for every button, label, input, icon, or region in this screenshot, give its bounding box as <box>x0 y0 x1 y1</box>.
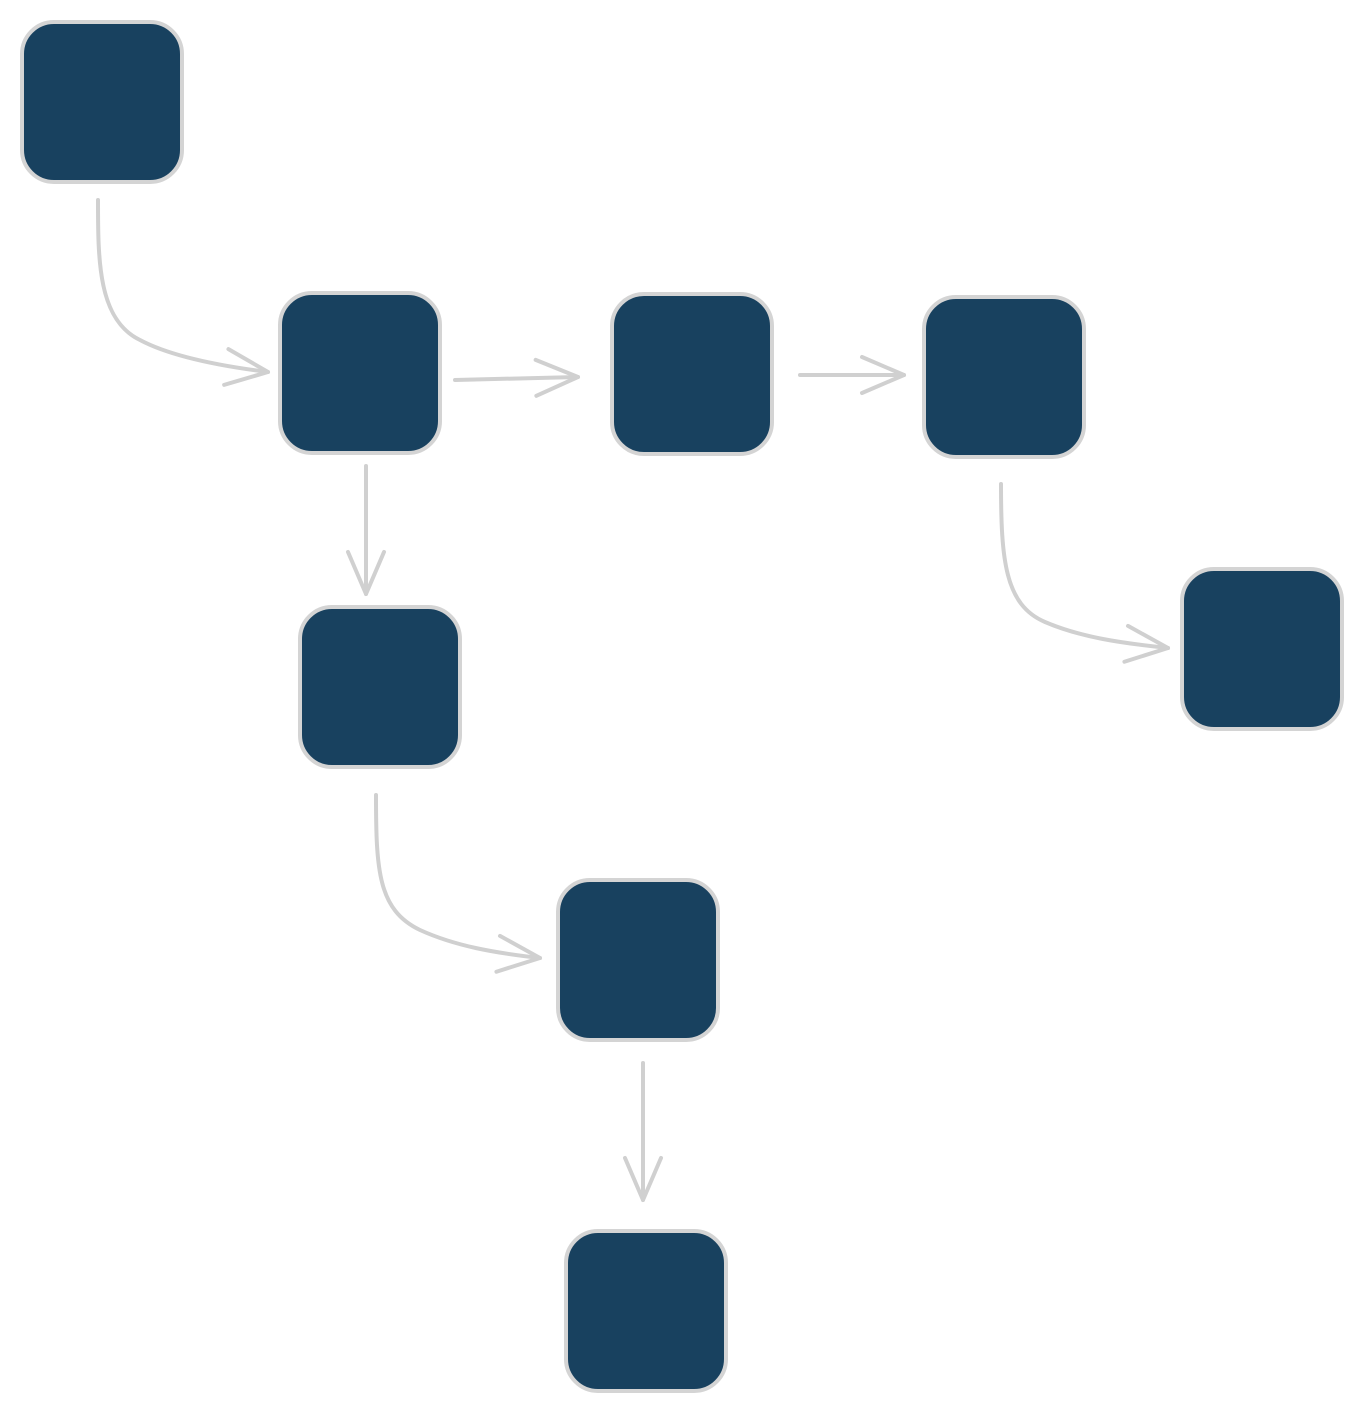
node-n5[interactable] <box>298 605 462 769</box>
arrowhead-icon <box>533 357 580 398</box>
edge-n3-n4 <box>798 355 906 395</box>
node-n6[interactable] <box>1180 567 1344 731</box>
edge-n4-n6 <box>999 482 1170 664</box>
arrowhead-icon <box>860 355 906 395</box>
edge-n7-n8 <box>623 1061 663 1202</box>
arrowhead-icon <box>494 933 542 974</box>
node-n7[interactable] <box>556 878 720 1042</box>
arrowhead-icon <box>346 550 386 596</box>
edges-layer <box>96 198 1170 1202</box>
edge-n2-n5 <box>346 464 386 596</box>
node-n2[interactable] <box>278 291 442 455</box>
node-n8[interactable] <box>564 1229 728 1393</box>
node-n4[interactable] <box>922 295 1086 459</box>
edge-line <box>999 482 1170 650</box>
edge-line <box>453 375 580 382</box>
node-n3[interactable] <box>610 292 774 456</box>
nodes-layer <box>20 20 1344 1393</box>
edge-n2-n3 <box>453 357 580 398</box>
arrowhead-icon <box>623 1156 663 1202</box>
edge-line <box>96 198 270 374</box>
arrowhead-icon <box>222 347 270 387</box>
edge-line <box>374 793 542 960</box>
node-n1[interactable] <box>20 20 184 184</box>
edge-n5-n7 <box>374 793 542 974</box>
arrowhead-icon <box>1122 623 1170 664</box>
edge-n1-n2 <box>96 198 270 387</box>
